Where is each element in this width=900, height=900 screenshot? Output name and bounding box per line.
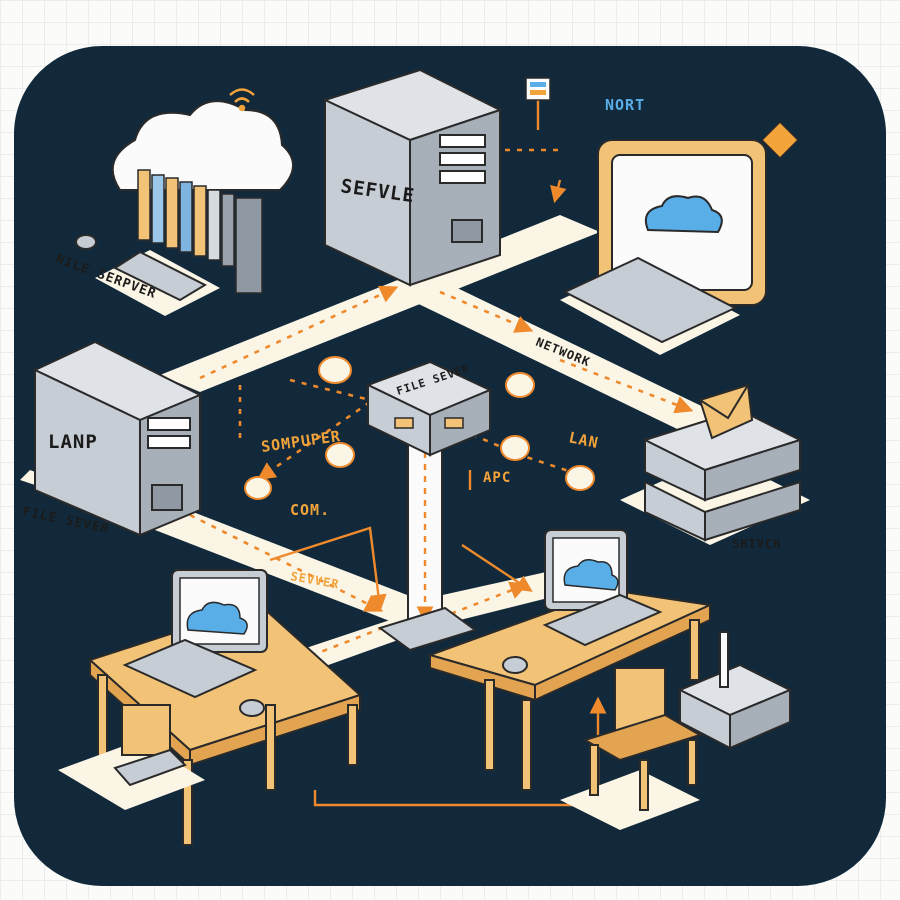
label-lan: LAN [567, 428, 600, 452]
cloud-icon [644, 195, 723, 234]
router-box [677, 631, 793, 750]
link-nodes [244, 356, 595, 500]
mouse-icon [502, 656, 528, 674]
label-lanp: LANP [48, 431, 98, 453]
chair-right [560, 667, 703, 830]
cloud-storage [111, 100, 294, 294]
switch-stack [620, 383, 810, 545]
mail-icon [760, 120, 800, 160]
label-apc: APC [483, 470, 511, 486]
mouse-icon [75, 234, 97, 250]
cloud-icon [186, 601, 248, 635]
right-desk [426, 529, 714, 791]
bookshelf-icon [137, 169, 263, 294]
label-nort: NORT [605, 96, 645, 114]
label-com: COM. [290, 501, 330, 519]
label-shivch: SHIVCH [732, 537, 781, 551]
keyboard-icon [562, 256, 738, 344]
mouse-icon [239, 699, 265, 717]
lanp-server [20, 340, 205, 540]
keyboard-left [75, 234, 220, 316]
antenna-icon [719, 631, 729, 688]
top-server-tower [322, 68, 503, 287]
central-hub [365, 360, 493, 652]
cloud-icon [563, 559, 619, 591]
flag-icon [525, 77, 551, 101]
chair-left [58, 704, 205, 810]
monitor-top-right [560, 139, 767, 355]
wifi-icon [229, 88, 255, 112]
